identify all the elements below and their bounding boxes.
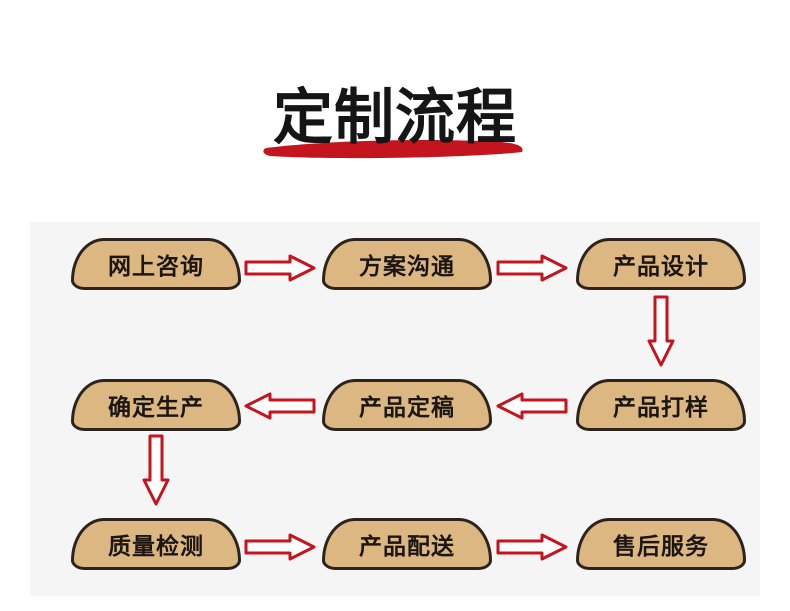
step-node: 产品设计 xyxy=(576,238,746,290)
step-node: 产品打样 xyxy=(576,379,746,431)
arrow-right-icon xyxy=(496,533,568,561)
step-node: 质量检测 xyxy=(71,518,241,570)
step-node: 网上咨询 xyxy=(71,238,241,290)
step-node: 产品定稿 xyxy=(322,379,492,431)
arrow-right-icon xyxy=(496,254,568,282)
arrow-left-icon xyxy=(244,392,316,420)
arrow-right-icon xyxy=(244,254,316,282)
arrow-down-icon xyxy=(142,434,170,506)
arrow-left-icon xyxy=(496,392,568,420)
arrow-right-icon xyxy=(244,533,316,561)
step-node: 确定生产 xyxy=(71,379,241,431)
step-node: 产品配送 xyxy=(322,518,492,570)
arrow-down-icon xyxy=(647,295,675,367)
step-node: 方案沟通 xyxy=(322,238,492,290)
step-node: 售后服务 xyxy=(576,518,746,570)
page-title: 定制流程 xyxy=(273,83,517,153)
